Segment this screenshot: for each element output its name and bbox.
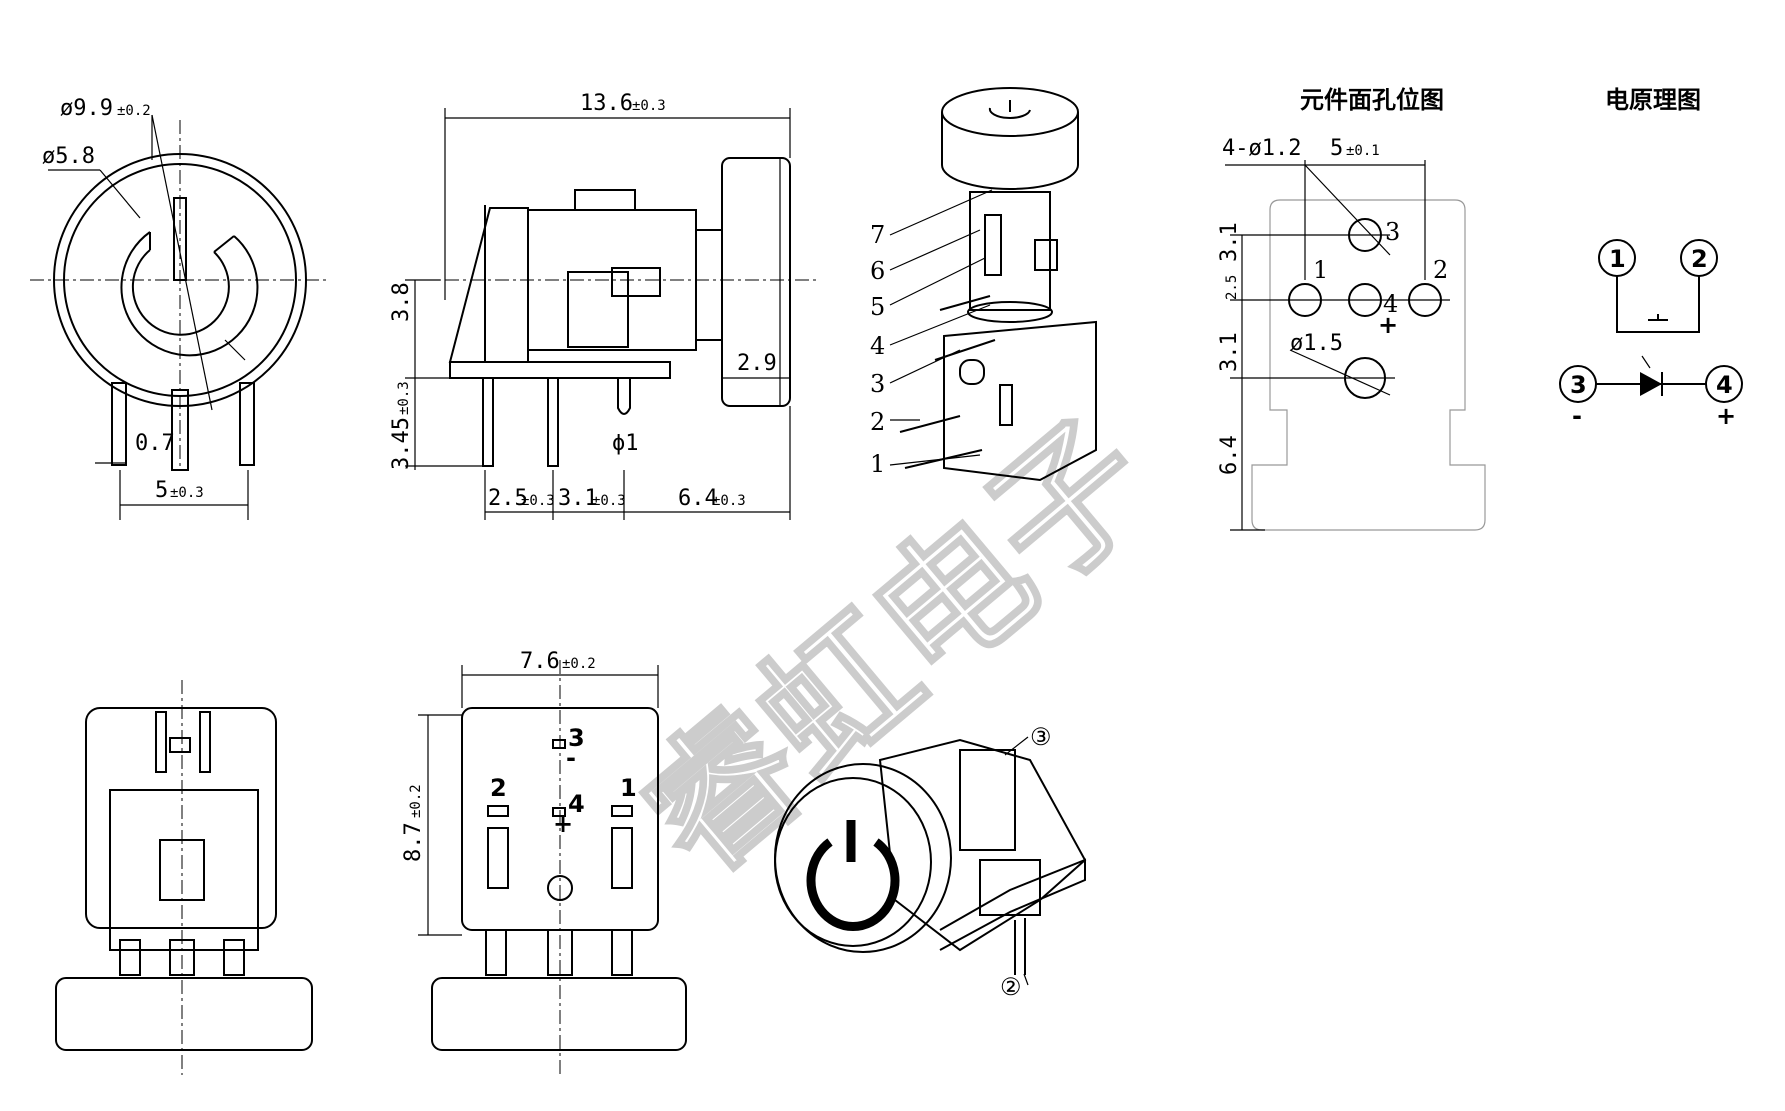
front-label-4: 4 xyxy=(568,790,585,818)
dim-pitch-a-tol: ±0.3 xyxy=(521,493,555,509)
dim-v3: 3.1 xyxy=(1217,332,1242,372)
back-body xyxy=(109,789,259,951)
hole-label-4: 4 xyxy=(1383,290,1398,318)
rim-circle xyxy=(63,163,297,397)
front-label-2: 2 xyxy=(490,774,507,802)
dim-pitch-b: 3.1 xyxy=(558,486,598,511)
exploded-view: 7 6 5 4 3 2 1 xyxy=(870,87,1097,482)
iso-power-icon xyxy=(806,838,900,931)
power-icon xyxy=(120,231,259,357)
front-plus: + xyxy=(553,810,573,838)
dim-pitch-c-tol: ±0.3 xyxy=(712,493,746,509)
part-label-1: 1 xyxy=(870,450,885,478)
side-view: 13.6 ±0.3 3.8 3.45 ±0.3 2.9 ϕ1 2.5 ±0.3 … xyxy=(389,91,820,520)
iso-body xyxy=(878,738,1087,952)
dim-v2: 2.5 xyxy=(1224,275,1240,300)
node-3-label: 3 xyxy=(1570,371,1587,399)
back-cap xyxy=(55,977,313,1051)
bottom-front-view: 7.6 ±0.2 8.7 ±0.2 1 2 3 4 - + xyxy=(401,649,687,1075)
hole-label-1: 1 xyxy=(1313,256,1328,284)
dim-inner-dia: ø5.8 xyxy=(42,144,95,169)
dim-hole-pitch: 5 xyxy=(1330,136,1343,161)
front-view: ø9.9 ±0.2 ø5.8 0.7 5 ±0.3 xyxy=(30,96,330,520)
dim-height: 8.7 xyxy=(401,822,426,862)
iso-callout-2: ② xyxy=(1000,973,1022,1001)
hole-layout-title: 元件面孔位图 xyxy=(1300,86,1444,114)
dim-bottom: 6.4 xyxy=(1217,435,1242,475)
node-4-plus: + xyxy=(1716,402,1736,430)
led-diode-icon xyxy=(1640,372,1662,396)
dim-pin-length-tol: ±0.3 xyxy=(396,381,412,415)
hole-plus: + xyxy=(1378,311,1398,339)
component-outline xyxy=(1251,199,1486,531)
front-cap xyxy=(431,977,687,1051)
part-label-3: 3 xyxy=(870,370,885,398)
dim-height-tol: ±0.2 xyxy=(408,784,424,818)
dim-pin-pitch-tol: ±0.3 xyxy=(170,485,204,501)
hole-label-3: 3 xyxy=(1385,218,1400,246)
schematic-title: 电原理图 xyxy=(1605,86,1701,114)
schematic: 电原理图 1 2 3 4 - + xyxy=(1559,86,1743,430)
bottom-back-view xyxy=(55,680,313,1075)
dim-outer-dia-tol: ±0.2 xyxy=(117,103,151,119)
node-3-minus: - xyxy=(1572,402,1582,430)
dim-outer-dia: ø9.9 xyxy=(60,96,113,121)
back-outline xyxy=(85,707,277,929)
hole-layout: 元件面孔位图 4-ø1.2 5 ±0.1 3.1 2.5 3.1 6.4 ø1.… xyxy=(1217,86,1486,531)
power-icon-cap xyxy=(988,107,1031,119)
dim-pin-dia: ϕ1 xyxy=(612,431,639,456)
front-label-1: 1 xyxy=(620,774,637,802)
front-center-hole xyxy=(547,875,573,901)
node-4-label: 4 xyxy=(1716,371,1733,399)
dim-width: 7.6 xyxy=(520,649,560,674)
dim-pin-length: 3.45 xyxy=(389,417,414,470)
pin-left xyxy=(111,382,127,466)
dim-pitch-a: 2.5 xyxy=(488,486,528,511)
dim-pin-width: 0.7 xyxy=(135,431,175,456)
node-1-label: 1 xyxy=(1609,245,1626,273)
dim-hole-pitch-tol: ±0.1 xyxy=(1346,143,1380,159)
dim-v1: 3.1 xyxy=(1217,222,1242,262)
part-label-5: 5 xyxy=(870,293,885,321)
dim-pitch-c: 6.4 xyxy=(678,486,718,511)
watermark: 睿虹电子 xyxy=(610,387,1184,909)
dim-cap-thickness: 2.9 xyxy=(737,351,777,376)
outer-circle xyxy=(53,153,307,407)
dim-holes: 4-ø1.2 xyxy=(1222,136,1301,161)
dim-pitch-b-tol: ±0.3 xyxy=(592,493,626,509)
iso-view: ③ ② xyxy=(774,723,1087,1001)
part-label-6: 6 xyxy=(870,257,885,285)
front-label-3: 3 xyxy=(568,724,585,752)
dim-width-tol: ±0.2 xyxy=(562,656,596,672)
part-label-2: 2 xyxy=(870,408,885,436)
node-2-label: 2 xyxy=(1691,245,1708,273)
hole-label-2: 2 xyxy=(1433,256,1448,284)
base-housing xyxy=(943,320,1097,482)
dim-total-length: 13.6 xyxy=(580,91,633,116)
front-minus: - xyxy=(566,744,576,772)
dim-total-length-tol: ±0.3 xyxy=(632,98,666,114)
pin-right xyxy=(239,382,255,466)
iso-callout-3: ③ xyxy=(1030,723,1052,751)
dim-pin-pitch: 5 xyxy=(155,478,168,503)
dim-big-hole: ø1.5 xyxy=(1290,331,1343,356)
base xyxy=(449,361,671,379)
dim-height: 3.8 xyxy=(389,282,414,322)
part-label-4: 4 xyxy=(870,332,885,360)
watermark-text: 睿虹电子 xyxy=(611,389,1182,908)
part-label-7: 7 xyxy=(870,221,885,249)
